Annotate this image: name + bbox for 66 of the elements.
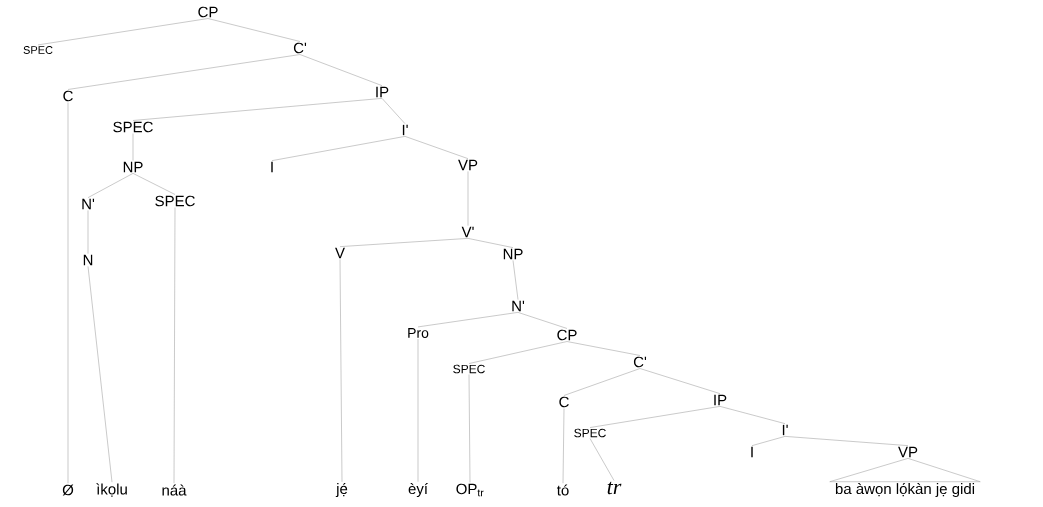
category-label: CP [557,329,577,341]
leaf-word: ìkọlu [96,483,127,497]
category-label: VP [458,159,478,171]
category-label: C' [633,356,647,368]
tree-branch [566,341,641,356]
tree-branch [639,368,721,394]
category-label: CP [198,6,218,18]
category-label: V [335,247,345,259]
tree-branch [381,98,406,124]
category-label: I' [782,424,788,436]
category-label: I [751,446,753,458]
category-label: I [271,161,273,173]
tree-branch [467,238,514,248]
category-label: C [559,396,569,408]
category-label: SPEC [113,121,153,133]
category-label: NP [123,161,143,173]
tree-branch [589,406,721,428]
tree-branch [512,260,519,300]
category-label: SPEC [453,364,485,374]
tree-branch [589,438,615,481]
category-label: N [83,254,93,266]
triangle-branch [829,458,981,483]
tree-branch [339,238,469,247]
leaf-word: Ø [62,484,74,496]
leaf-word: tó [556,484,569,496]
tree-branch [87,266,113,483]
category-label: Pro [408,328,429,338]
leaf-word: ba àwọn lọ́kàn jẹ gidi [835,482,974,498]
tree-branch [339,259,343,483]
tree-branch [67,54,301,90]
leaf-word: jẹ́ [335,483,348,497]
category-label: SPEC [155,195,195,207]
tree-branch [751,436,786,446]
tree-branch [207,18,301,42]
category-label: N' [82,198,95,210]
leaf-word: tr [607,481,622,495]
category-label: I' [402,124,408,136]
category-label: N' [512,300,525,312]
tree-branch [271,136,406,161]
tree-branch [563,368,641,396]
category-label: C' [293,42,307,54]
tree-branch [468,374,471,483]
category-label: VP [898,446,918,458]
tree-branch [784,436,909,446]
category-label: NP [503,248,523,260]
tree-branch [132,98,383,121]
tree-branch [37,18,209,46]
category-label: V' [461,226,474,238]
tree-branch [562,408,565,484]
leaf-word: OP$_{tr}$ [456,483,484,497]
leaf-word: náà [162,484,187,496]
tree-branch [517,312,568,329]
category-label: SPEC [574,428,606,438]
tree-branch [417,312,519,328]
tree-branch [719,406,786,424]
category-label: IP [376,86,389,98]
tree-branch [468,341,568,364]
tree-branch [132,173,176,195]
category-label: IP [714,394,727,406]
tree-branch [404,136,469,159]
category-label: C [63,90,73,102]
tree-branch [299,54,383,86]
tree-branch [87,173,134,198]
tree-branch [173,207,176,484]
category-label: SPEC [23,46,53,54]
leaf-word: èyí [408,482,428,498]
